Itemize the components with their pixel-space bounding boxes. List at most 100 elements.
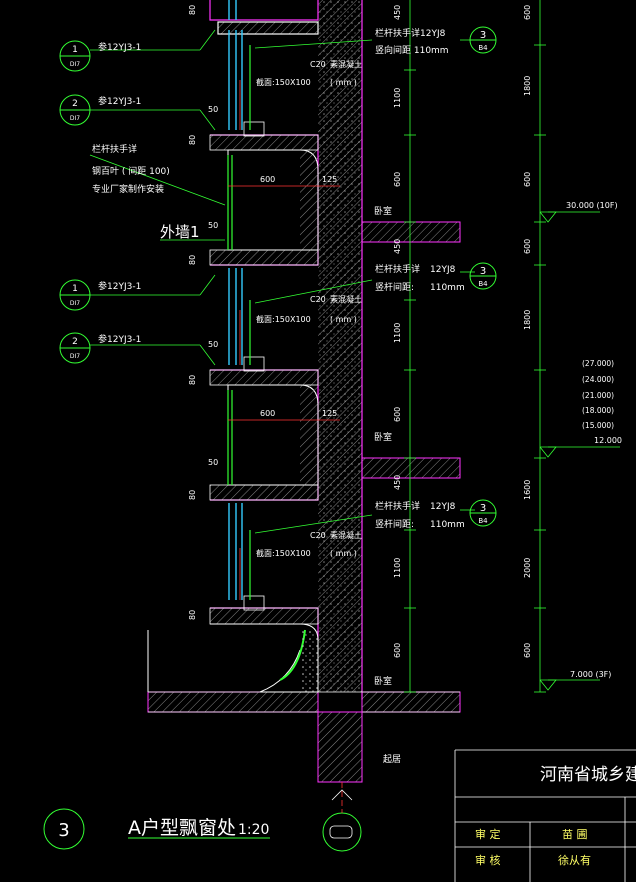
dim-450: 450	[393, 475, 402, 490]
dim-600v: 600	[523, 172, 532, 187]
concrete-grade: C20	[310, 60, 326, 69]
title-number-bubble	[43, 808, 85, 850]
dim-600v: 600	[393, 643, 402, 658]
dim-1100: 1100	[393, 88, 402, 108]
room-label-bedroom: 卧室	[374, 675, 392, 687]
detail-ref-sheet: B4	[478, 280, 488, 288]
level-mid: 12.000	[594, 436, 622, 445]
dim-50: 50	[208, 458, 218, 467]
concrete-blocks	[243, 121, 265, 611]
railing-note-line2: 钢百叶 ( 间距 100)	[92, 165, 170, 177]
callout-ref: 参12YJ3-1	[98, 280, 141, 292]
callout-number: 2	[72, 99, 78, 109]
dim-2000: 2000	[523, 558, 532, 578]
drawing-scale: 1:20	[238, 822, 269, 838]
dim-50: 50	[208, 340, 218, 349]
bay-window-units	[209, 0, 319, 640]
floor-slabs	[147, 221, 461, 783]
callout-sheet: DI7	[70, 115, 80, 122]
concrete-name: 素混凝土	[330, 59, 362, 69]
dim-80: 80	[188, 610, 197, 620]
callout-sheet: DI7	[70, 61, 80, 68]
dim-600v: 600	[393, 172, 402, 187]
concrete-section: 截面:150X100	[256, 548, 311, 558]
level-markers	[539, 211, 620, 691]
railing-anno-ref: 12YJ8	[430, 502, 456, 512]
room-label-bedroom: 卧室	[374, 431, 392, 443]
detail-ref-sheet: B4	[478, 44, 488, 52]
railing-louvres	[227, 45, 251, 600]
leader-lines	[89, 29, 475, 534]
dim-80: 80	[188, 5, 197, 15]
structural-wall	[317, 0, 363, 700]
level-list-item: (18.000)	[582, 406, 614, 415]
dim-80: 80	[188, 135, 197, 145]
wall-label: 外墙1	[160, 223, 200, 241]
dim-600v: 600	[523, 239, 532, 254]
railing-anno-ref: 12YJ8	[430, 265, 456, 275]
role-label: 审 定	[475, 827, 501, 841]
concrete-unit: ( mm )	[330, 78, 357, 87]
dim-1600: 1600	[523, 480, 532, 500]
callout-ref: 参12YJ3-1	[98, 95, 141, 107]
railing-anno: 栏杆扶手详	[375, 263, 420, 275]
role-label: 审 核	[475, 853, 501, 867]
level-list-item: (21.000)	[582, 391, 614, 400]
concrete-section: 截面:150X100	[256, 77, 311, 87]
room-label-living: 起居	[383, 754, 401, 765]
axis-bubble	[322, 812, 362, 852]
concrete-unit: ( mm )	[330, 549, 357, 558]
callout-number: 1	[72, 45, 78, 55]
railing-anno: 栏杆扶手详12YJ8	[375, 27, 446, 39]
detail-ref-number: 3	[480, 266, 486, 277]
dim-450: 450	[393, 239, 402, 254]
detail-ref-sheet: B4	[478, 517, 488, 525]
dim-125: 125	[322, 409, 337, 418]
bar-spacing-anno: 竖向间距 110mm	[375, 44, 449, 56]
drawing-name: A户型飘窗处	[128, 817, 236, 839]
dim-1100: 1100	[393, 558, 402, 578]
callout-ref: 参12YJ3-1	[98, 333, 141, 345]
dim-600: 600	[260, 409, 275, 418]
level-list-item: (15.000)	[582, 421, 614, 430]
dim-1800: 1800	[523, 76, 532, 96]
dim-50: 50	[208, 105, 218, 114]
drawing-number: 3	[58, 820, 69, 841]
callout-number: 1	[72, 284, 78, 294]
dim-1800: 1800	[523, 310, 532, 330]
window-glazing	[228, 0, 243, 600]
bar-spacing-anno: 竖杆间距:	[375, 281, 414, 293]
dim-1100: 1100	[393, 323, 402, 343]
concrete-name: 素混凝土	[330, 294, 362, 304]
dim-80: 80	[188, 255, 197, 265]
bar-spacing-value: 110mm	[430, 283, 465, 293]
concrete-grade: C20	[310, 531, 326, 540]
level-top: 30.000 (10F)	[566, 201, 618, 210]
detail-ref-number: 3	[480, 30, 486, 41]
railing-note-line1: 栏杆扶手详	[92, 143, 137, 155]
callout-number: 2	[72, 337, 78, 347]
dim-80: 80	[188, 375, 197, 385]
dim-600v: 600	[523, 643, 532, 658]
concrete-name: 素混凝土	[330, 530, 362, 540]
railing-note-line3: 专业厂家制作安装	[92, 183, 164, 195]
dim-600v: 600	[393, 407, 402, 422]
dim-125: 125	[322, 175, 337, 184]
company-name: 河南省城乡建筑设	[540, 765, 636, 785]
person-name: 徐从有	[558, 853, 591, 867]
level-list-item: (24.000)	[582, 375, 614, 384]
dim-600: 600	[260, 175, 275, 184]
concrete-section: 截面:150X100	[256, 314, 311, 324]
level-list-item: (27.000)	[582, 359, 614, 368]
concrete-unit: ( mm )	[330, 315, 357, 324]
dimension-chain	[404, 0, 546, 693]
dim-50: 50	[208, 221, 218, 230]
room-label-bedroom: 卧室	[374, 205, 392, 217]
dimension-lines-red	[228, 80, 340, 600]
bar-spacing-anno: 竖杆间距:	[375, 518, 414, 530]
railing-anno: 栏杆扶手详	[375, 500, 420, 512]
bar-spacing-value: 110mm	[430, 520, 465, 530]
callout-bubbles	[59, 40, 91, 364]
